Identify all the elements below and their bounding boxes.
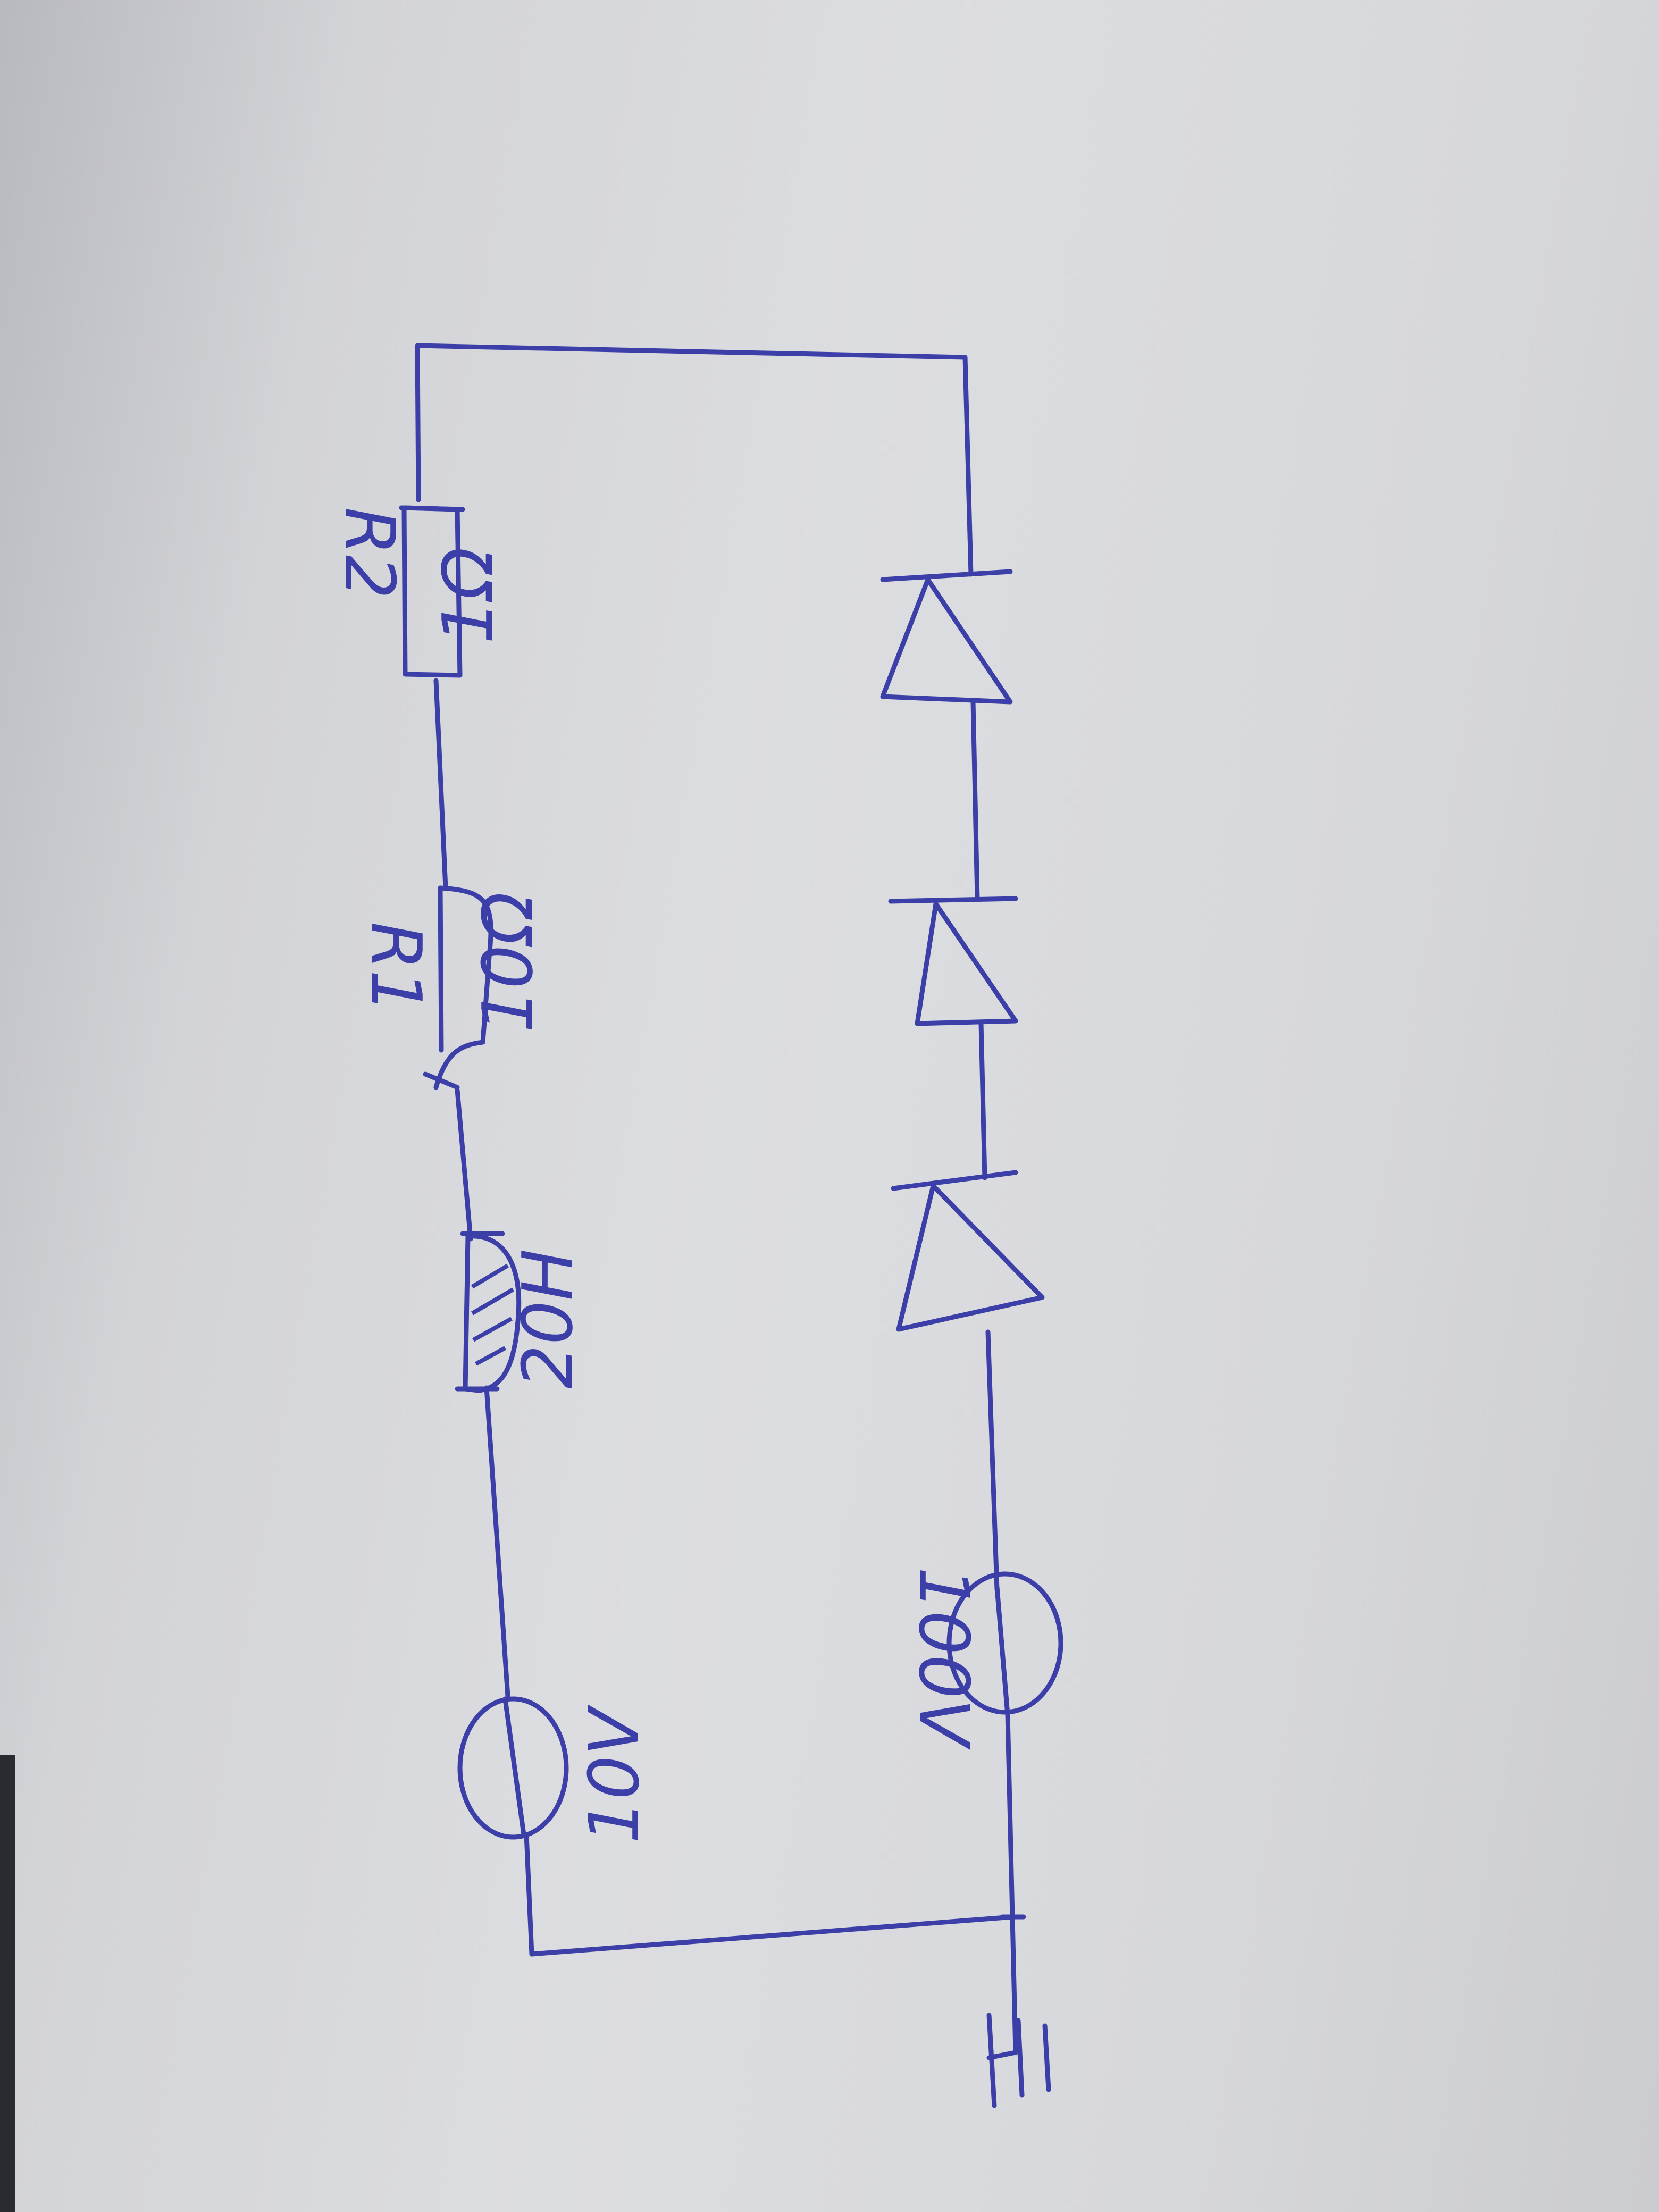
wire-inductor-source (484, 1385, 510, 1699)
wire-d1-d2 (970, 699, 980, 901)
resistor-r1 (423, 885, 493, 1090)
left-top-wire (415, 343, 421, 502)
wire-source-bottom (524, 1832, 534, 1957)
inductor-value: 20H (507, 1249, 588, 1388)
wire-source-ground (1005, 1712, 1018, 2055)
source-right-value: 100V (903, 1566, 984, 1750)
r2-value: 1Ω (428, 547, 508, 644)
wire-d2-d3 (978, 1021, 987, 1180)
voltage-source-left (457, 1696, 569, 1840)
diode-3 (891, 1170, 1045, 1332)
r1-value: 10Ω (467, 892, 548, 1033)
bottom-wire (529, 1914, 1016, 1957)
resistor-r2 (399, 505, 465, 678)
r1-designator: R1 (356, 921, 437, 1013)
diode-1 (880, 569, 1013, 705)
r2-designator: R2 (329, 507, 410, 599)
top-wire (415, 343, 968, 360)
desk-edge (0, 1755, 15, 2212)
voltage-source-right (946, 1571, 1063, 1717)
inductor (455, 1231, 522, 1393)
wire-d3-source (985, 1329, 1000, 1593)
right-top-wire (962, 355, 974, 577)
wire-r2-r1 (433, 678, 448, 891)
wire-r1-inductor (455, 1087, 473, 1242)
ground-symbol (986, 2013, 1051, 2108)
source-left-value: 10V (574, 1704, 655, 1844)
diode-2 (888, 896, 1018, 1026)
